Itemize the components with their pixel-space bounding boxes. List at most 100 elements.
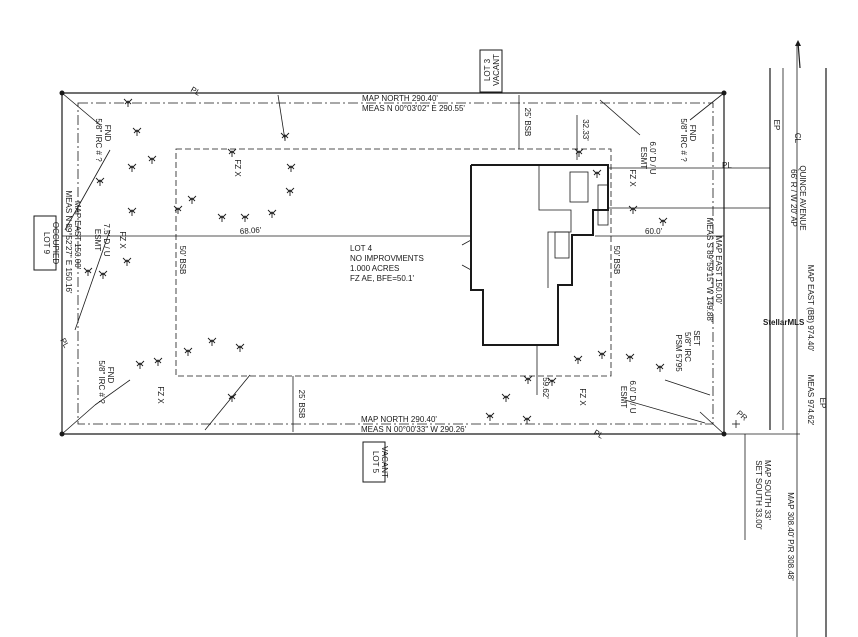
tree-symbol-icon: [286, 163, 296, 172]
fnd-tl: FND: [103, 125, 112, 142]
lot5-label: LOT 5: [371, 451, 380, 474]
fnd-tr: FND: [688, 125, 697, 142]
road-width: 66' R / W 20' AP: [789, 169, 798, 227]
tree-symbol-icon: [523, 375, 533, 384]
lot3-box: [479, 49, 503, 93]
tree-symbol-icon: [135, 360, 145, 369]
tree-symbol-icon: [267, 209, 277, 218]
bsb-bottom: 25' BSB: [297, 390, 306, 419]
tree-symbol-icon: [122, 257, 132, 266]
tree-symbol-icon: [628, 205, 638, 214]
fnd-tr-rod: 5/8" IRC # ?: [679, 118, 688, 162]
north-arrow-icon: [795, 40, 801, 69]
setback-line: [175, 148, 612, 377]
tree-symbol-icon: [574, 148, 584, 157]
building-detail: [597, 184, 609, 226]
map-north-top: MAP NORTH 290.40': [362, 94, 438, 103]
fnd-bl-rod: 5/8" IRC # ?: [97, 360, 106, 404]
lot5-status: VACANT: [380, 446, 389, 478]
meas-east-right: MEAS S 89°59'15" W 149.88': [705, 218, 714, 323]
esmt-tr-2: ESMT: [639, 147, 648, 169]
esmt-left: 7.5' D / U: [102, 223, 111, 256]
tree-symbol-icon: [127, 163, 137, 172]
watermark: StellarMLS: [763, 318, 805, 327]
tree-symbol-icon: [285, 187, 295, 196]
tree-symbol-icon: [98, 270, 108, 279]
leader-line: [664, 379, 711, 396]
ep-top: EP: [772, 120, 781, 131]
leader-line: [599, 99, 641, 136]
permanent-reference-cross-icon: [732, 420, 740, 428]
fz-label: FZ X: [233, 159, 242, 177]
tree-symbol-icon: [240, 213, 250, 222]
pr-label: PR: [735, 409, 749, 423]
lot4-flood: FZ AE, BFE=50.1': [350, 274, 414, 283]
tree-symbol-icon: [658, 217, 668, 226]
tree-symbol-icon: [207, 337, 217, 346]
tree-symbol-icon: [625, 353, 635, 362]
corner-line: [699, 411, 725, 435]
fz-label: FZ X: [156, 386, 165, 404]
building-footprint: [470, 164, 609, 346]
tree-symbol-icon: [173, 205, 183, 214]
tree-symbol-icon: [522, 415, 532, 424]
corner-line: [689, 92, 725, 121]
tree-symbol-icon: [95, 177, 105, 186]
esmt-br-2: ESMT: [619, 386, 628, 408]
fnd-bl: FND: [106, 367, 115, 384]
set-rod: 5/8" IRC: [683, 332, 692, 362]
tree-symbol-icon: [573, 355, 583, 364]
cl-label: CL: [793, 133, 802, 144]
dim-68: 68.06': [240, 225, 263, 236]
easement-line: [77, 102, 714, 425]
meas-south-bottom: MEAS N 00°00'33" W 290.26': [361, 425, 467, 434]
esmt-left-2: ESMT: [93, 229, 102, 251]
map-east-bb: MAP EAST (BB) 974.40': [806, 265, 815, 352]
bsb-right: 50' BSB: [612, 246, 621, 275]
tree-symbol-icon: [83, 267, 93, 276]
tree-symbol-icon: [132, 127, 142, 136]
tree-symbol-icon: [501, 393, 511, 402]
leader-line: [204, 374, 251, 431]
map-308: MAP 308.40': [786, 492, 795, 538]
corner-line: [61, 404, 96, 435]
map-south-bottom: MAP NORTH 290.40': [361, 415, 437, 424]
tree-symbol-icon: [227, 393, 237, 402]
pl-label: PL: [592, 428, 605, 441]
building-detail: [461, 239, 472, 271]
ep-bottom: EP: [818, 398, 827, 409]
dim-32: 32.33': [581, 119, 590, 141]
tree-symbol-icon: [187, 195, 197, 204]
lot3-status: VACANT: [492, 54, 501, 86]
lot9-label: LOT 9: [42, 232, 51, 255]
tree-symbol-icon: [183, 347, 193, 356]
lot5-box: [362, 441, 386, 483]
tree-symbol-icon: [147, 155, 157, 164]
bsb-left: 50' BSB: [178, 246, 187, 275]
leader-line: [624, 399, 706, 424]
leader-line: [74, 229, 111, 331]
pl-label: PL: [58, 337, 71, 350]
dim-60: 60.0': [645, 227, 663, 236]
lot4-improvements: NO IMPROVMENTS: [350, 254, 424, 263]
tree-symbol-icon: [153, 357, 163, 366]
building-detail: [569, 171, 589, 203]
bsb-top: 25' BSB: [523, 108, 532, 137]
iron-rod-icon: [59, 90, 65, 96]
map-south-33: MAP SOUTH 33': [763, 460, 772, 521]
leader-line: [277, 94, 286, 141]
fnd-tl-rod: 5/8" IRC # ?: [94, 118, 103, 162]
building-detail: [554, 231, 570, 259]
lot4-title: LOT 4: [350, 244, 373, 253]
tree-symbol-icon: [485, 412, 495, 421]
set-south-33: SET SOUTH 33.00': [754, 460, 763, 530]
esmt-br: 6.0' D / U: [628, 380, 637, 413]
tree-symbol-icon: [217, 213, 227, 222]
corner-line: [61, 92, 101, 126]
set-psm: PSM 5795: [674, 334, 683, 372]
fz-label: FZ X: [628, 169, 637, 187]
tree-group: [83, 98, 668, 424]
tree-symbol-icon: [235, 343, 245, 352]
tree-symbol-icon: [597, 350, 607, 359]
